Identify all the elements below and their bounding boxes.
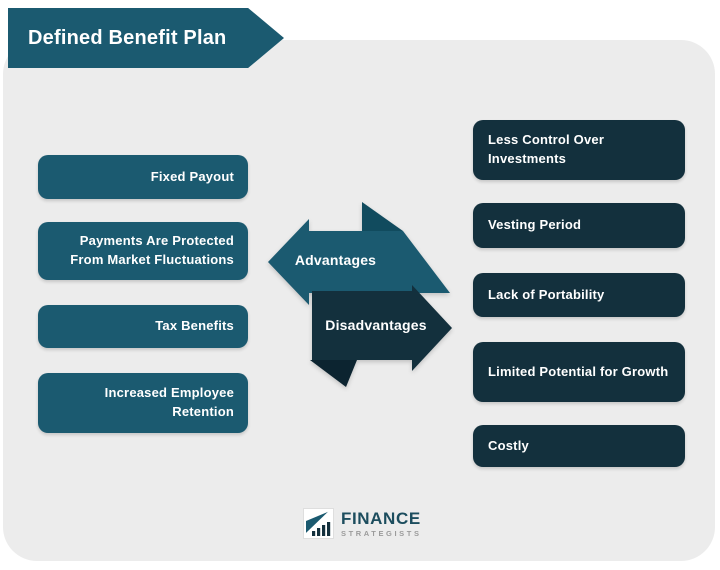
logo-text: FINANCE STRATEGISTS (341, 510, 422, 538)
bar-chart-logo-icon (303, 508, 334, 539)
logo-brand-subname: STRATEGISTS (341, 528, 422, 538)
advantage-item: Fixed Payout (38, 155, 248, 199)
disadvantage-item: Vesting Period (473, 203, 685, 248)
page-title: Defined Benefit Plan (28, 26, 227, 49)
advantage-item: Payments Are Protected From Market Fluct… (38, 222, 248, 280)
logo-brand-name: FINANCE (341, 508, 421, 528)
finance-strategists-logo: FINANCE STRATEGISTS (303, 508, 422, 539)
advantage-item: Tax Benefits (38, 305, 248, 348)
disadvantage-item: Less Control Over Investments (473, 120, 685, 180)
disadvantages-label: Disadvantages (325, 317, 427, 333)
advantages-label: Advantages (294, 252, 377, 268)
disadvantage-item: Costly (473, 425, 685, 467)
advantage-item: Increased Employee Retention (38, 373, 248, 433)
disadvantage-item: Limited Potential for Growth (473, 342, 685, 402)
title-banner: Defined Benefit Plan (8, 8, 284, 68)
disadvantage-item: Lack of Portability (473, 273, 685, 317)
